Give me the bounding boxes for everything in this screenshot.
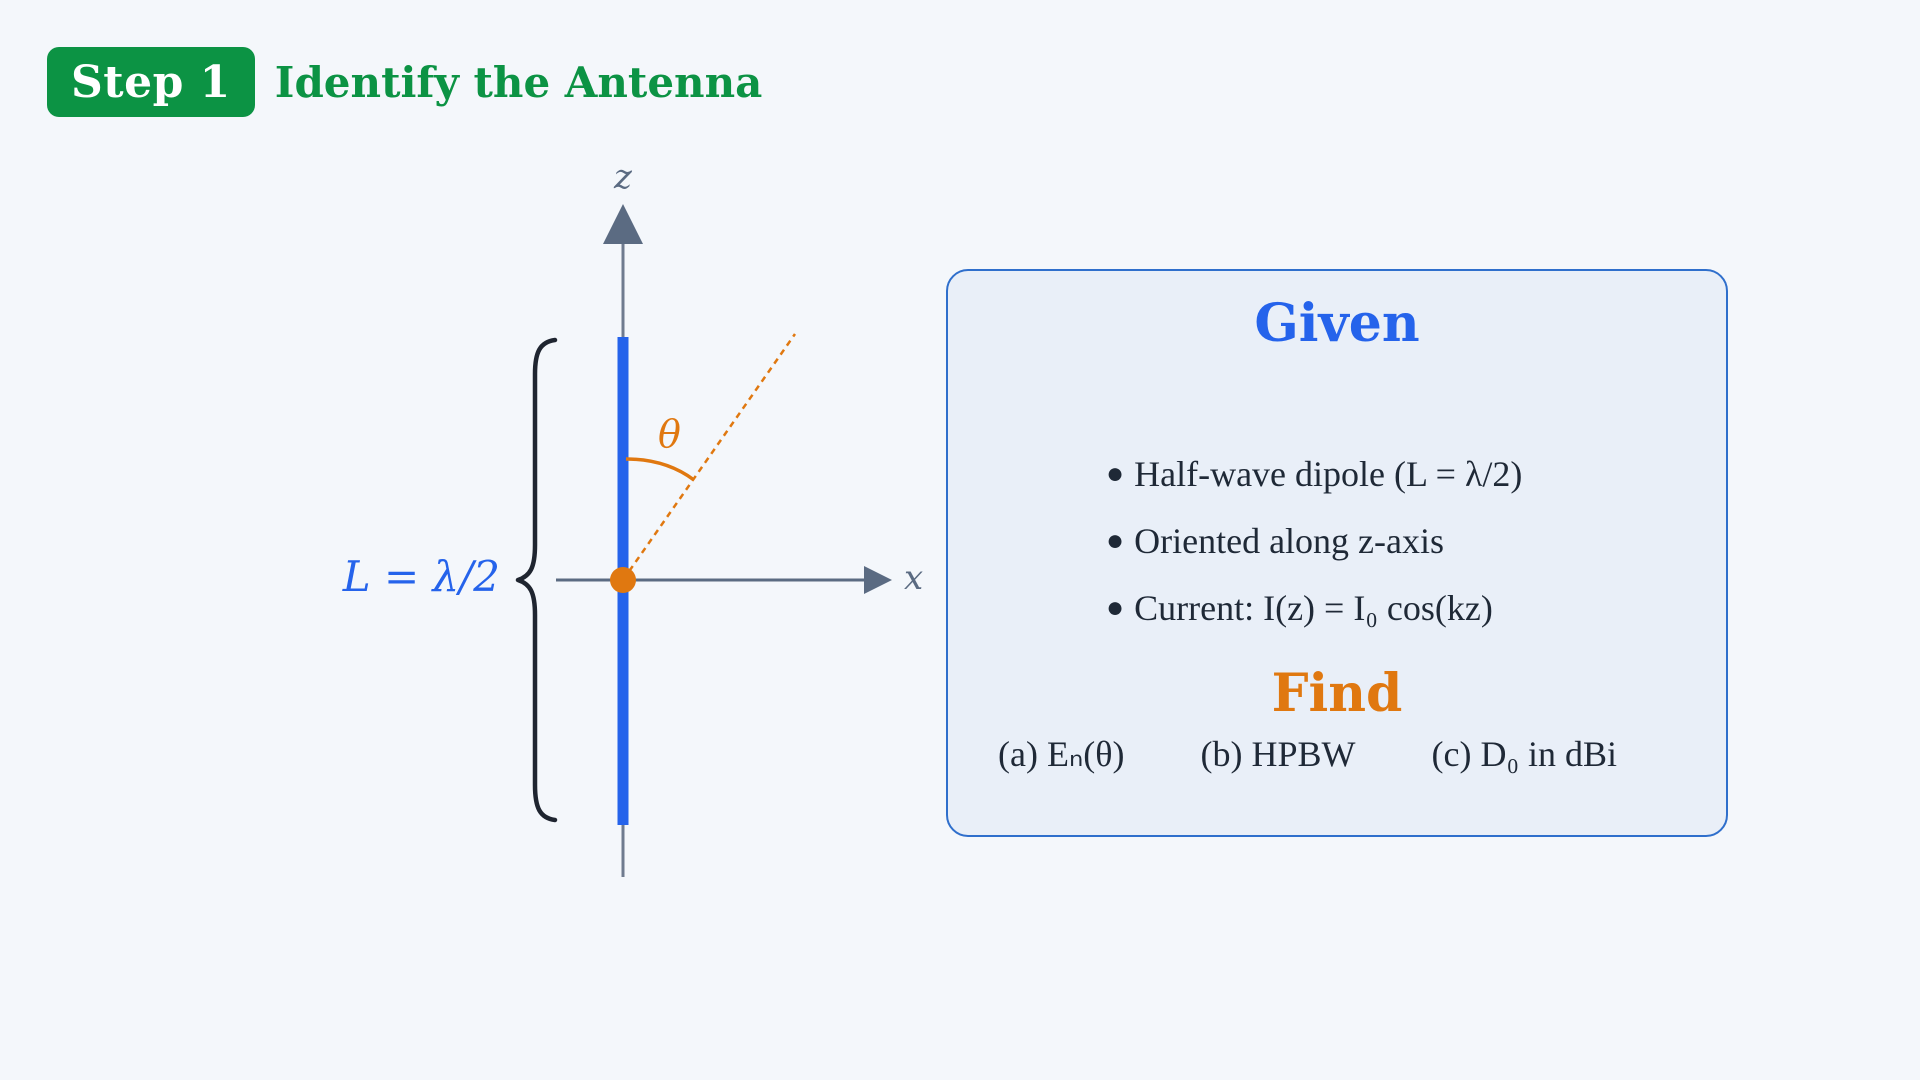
- given-list: ● Half-wave dipole (L = λ/2) ● Oriented …: [1106, 440, 1522, 641]
- given-item-text: Half-wave dipole (L = λ/2): [1134, 453, 1523, 494]
- theta-label: θ: [658, 412, 681, 456]
- bullet-icon: ●: [1106, 523, 1125, 557]
- given-item-text: Current: I(z) = I₀ cos(kz): [1134, 587, 1493, 628]
- given-item-current: ● Current: I(z) = I₀ cos(kz): [1106, 574, 1522, 641]
- given-item-dipole-type: ● Half-wave dipole (L = λ/2): [1106, 440, 1522, 507]
- find-item-directivity: (c) D₀ in dBi: [1431, 734, 1618, 774]
- z-axis-label: z: [613, 157, 633, 197]
- given-item-text: Oriented along z-axis: [1134, 520, 1445, 561]
- given-item-orientation: ● Oriented along z-axis: [1106, 507, 1522, 574]
- bullet-icon: ●: [1106, 590, 1125, 624]
- step-badge: Step 1: [47, 47, 255, 117]
- find-item-normalized-field: (a) Eₙ(θ): [998, 734, 1125, 774]
- feed-point: [610, 567, 636, 593]
- observation-direction-line: [621, 333, 797, 581]
- z-axis-arrow-icon: [603, 204, 643, 244]
- length-label: L = λ/2: [342, 552, 500, 601]
- find-title: Find: [1271, 663, 1403, 724]
- given-find-panel: Given ● Half-wave dipole (L = λ/2) ● Ori…: [946, 269, 1728, 837]
- step-header: Step 1 Identify the Antenna: [47, 47, 762, 117]
- find-item-hpbw: (b) HPBW: [1200, 734, 1356, 774]
- given-title: Given: [1254, 293, 1420, 354]
- theta-angle-arc: [625, 457, 696, 482]
- step-title: Identify the Antenna: [274, 57, 763, 107]
- find-items: (a) Eₙ(θ) (b) HPBW (c) D₀ in dBi: [998, 733, 1617, 775]
- x-axis-label: x: [904, 558, 923, 598]
- x-axis-arrow-icon: [864, 566, 892, 594]
- length-brace: [515, 337, 558, 823]
- bullet-icon: ●: [1106, 456, 1125, 490]
